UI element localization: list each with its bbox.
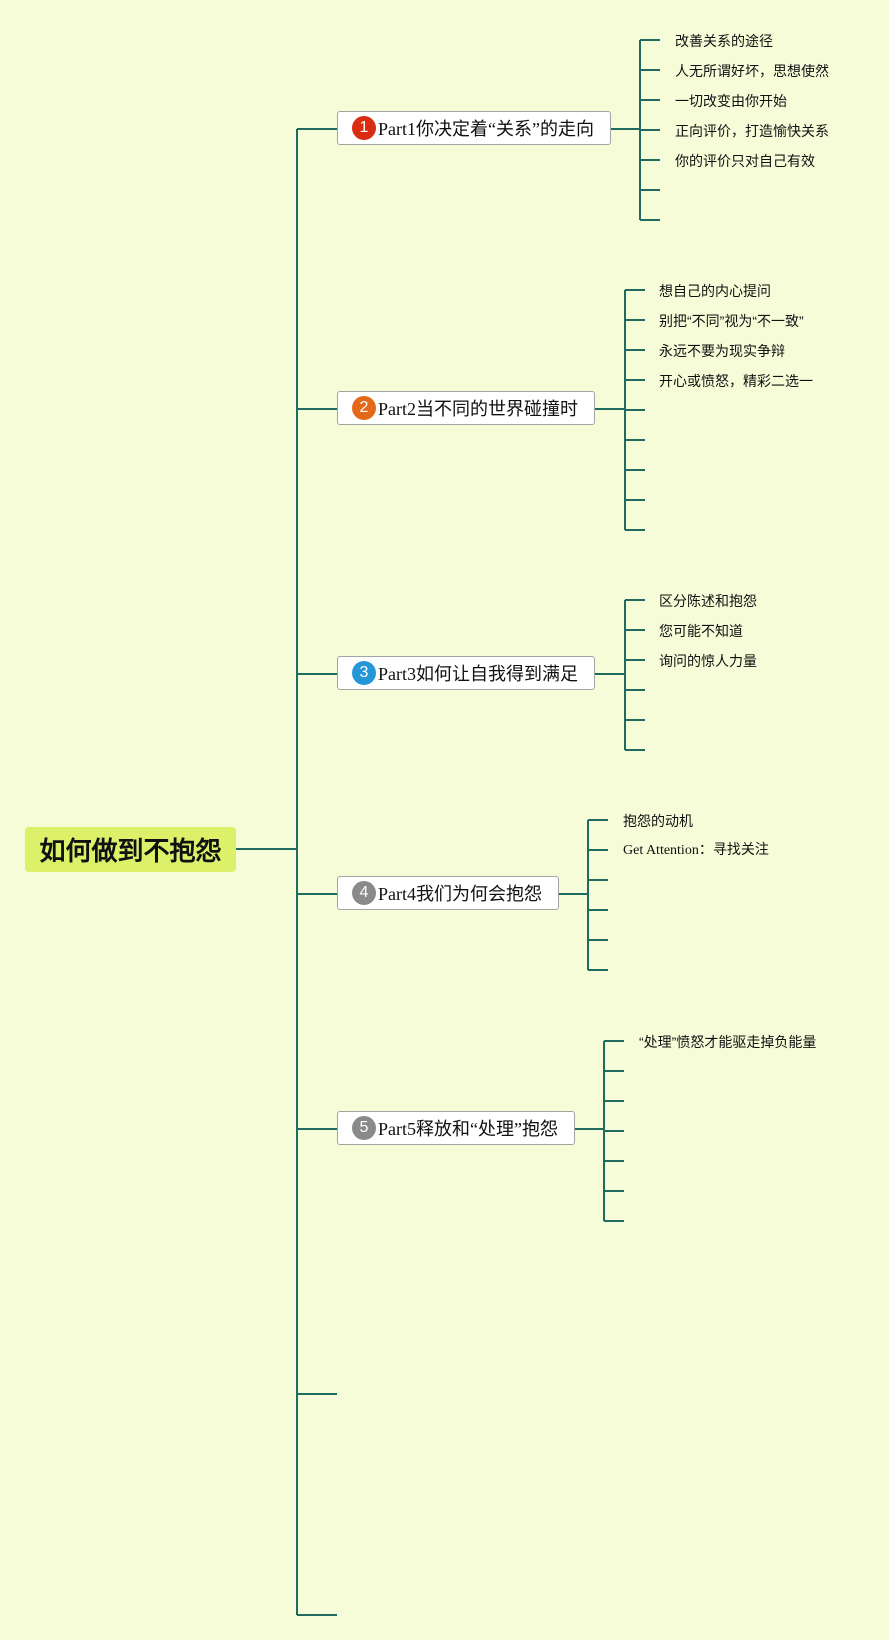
root-topic[interactable]: 如何做到不抱怨	[25, 827, 236, 872]
leaf-topic[interactable]: 正向评价，打造愉快关系	[675, 123, 829, 139]
part-4-topic[interactable]: 4 Part4我们为何会抱怨	[337, 876, 559, 910]
leaf-topic[interactable]: 您可能不知道	[659, 623, 743, 639]
leaf-topic[interactable]: 永远不要为现实争辩	[659, 343, 785, 359]
part-1-label: Part1你决定着“关系”的走向	[378, 119, 594, 139]
leaf-topic[interactable]: 你的评价只对自己有效	[675, 153, 815, 169]
number-2-icon: 2	[352, 396, 376, 420]
leaf-topic[interactable]: 想自己的内心提问	[659, 283, 771, 299]
part-2-topic[interactable]: 2 Part2当不同的世界碰撞时	[337, 391, 595, 425]
leaf-topic[interactable]: 一切改变由你开始	[675, 93, 787, 109]
number-5-icon: 5	[352, 1116, 376, 1140]
part-5-label: Part5释放和“处理”抱怨	[378, 1119, 558, 1139]
number-3-icon: 3	[352, 661, 376, 685]
part-3-label: Part3如何让自我得到满足	[378, 664, 578, 684]
leaf-topic[interactable]: 开心或愤怒，精彩二选一	[659, 373, 813, 389]
part-1-topic[interactable]: 1 Part1你决定着“关系”的走向	[337, 111, 611, 145]
leaf-topic[interactable]: “处理”愤怒才能驱走掉负能量	[639, 1034, 817, 1050]
leaf-topic[interactable]: 人无所谓好坏，思想使然	[675, 63, 829, 79]
leaf-topic[interactable]: 改善关系的途径	[675, 33, 773, 49]
part-5-topic[interactable]: 5 Part5释放和“处理”抱怨	[337, 1111, 575, 1145]
leaf-topic[interactable]: 询问的惊人力量	[659, 653, 757, 669]
part-3-topic[interactable]: 3 Part3如何让自我得到满足	[337, 656, 595, 690]
leaf-topic[interactable]: 别把“不同”视为“不一致”	[659, 313, 804, 329]
leaf-topic[interactable]: 抱怨的动机	[623, 813, 693, 829]
number-4-icon: 4	[352, 881, 376, 905]
part-2-label: Part2当不同的世界碰撞时	[378, 399, 578, 419]
number-1-icon: 1	[352, 116, 376, 140]
leaf-topic[interactable]: Get Attention：寻找关注	[623, 843, 769, 858]
part-4-label: Part4我们为何会抱怨	[378, 884, 542, 904]
leaf-topic[interactable]: 区分陈述和抱怨	[659, 593, 757, 609]
